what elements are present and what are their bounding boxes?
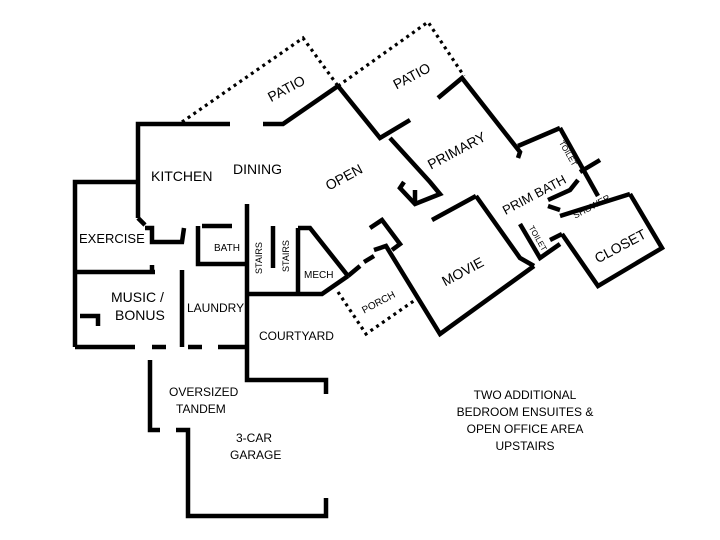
room-label-dining: DINING — [233, 161, 282, 177]
walls — [72, 74, 666, 519]
room-label-open: OPEN — [323, 161, 366, 194]
room-label-bath: BATH — [214, 243, 240, 254]
room-label-music-line2: BONUS — [115, 307, 165, 323]
room-label-exercise: EXERCISE — [79, 231, 145, 246]
upstairs-note-line2: BEDROOM ENSUITES & — [456, 405, 594, 419]
room-label-stairs-2: STAIRS — [281, 240, 291, 272]
room-label-courtyard: COURTYARD — [259, 329, 334, 343]
upstairs-note-line4: UPSTAIRS — [495, 439, 555, 453]
room-label-porch: PORCH — [360, 290, 397, 317]
dotted-boundaries — [181, 19, 466, 337]
upstairs-note: TWO ADDITIONAL BEDROOM ENSUITES & OPEN O… — [430, 387, 620, 455]
room-label-primary: PRIMARY — [425, 128, 489, 172]
room-label-laundry: LAUNDRY — [187, 301, 244, 315]
room-label-kitchen: KITCHEN — [151, 168, 212, 184]
room-label-tandem-line2: TANDEM — [176, 402, 226, 416]
upstairs-note-line1: TWO ADDITIONAL — [473, 388, 577, 402]
room-label-patio-right: PATIO — [390, 59, 433, 92]
room-label-shower: SHOWER — [571, 192, 612, 220]
room-label-garage-line2: GARAGE — [230, 448, 281, 462]
room-label-stairs-1: STAIRS — [254, 242, 264, 274]
upstairs-note-line3: OPEN OFFICE AREA — [466, 422, 584, 436]
room-label-garage-line1: 3-CAR — [236, 431, 272, 445]
room-label-music-line1: MUSIC / — [111, 289, 164, 305]
room-label-mech: MECH — [304, 270, 333, 281]
room-label-patio-left: PATIO — [265, 72, 308, 105]
room-label-movie: MOVIE — [439, 254, 486, 289]
room-label-tandem-line1: OVERSIZED — [169, 385, 239, 399]
